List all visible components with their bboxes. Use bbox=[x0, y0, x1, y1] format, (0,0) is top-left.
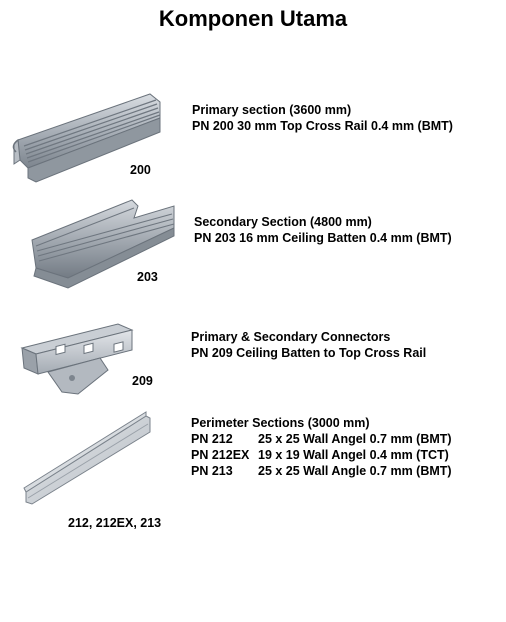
part-label-212-212ex-213: 212, 212EX, 213 bbox=[68, 516, 162, 530]
primary-section-heading: Primary section (3600 mm) bbox=[192, 103, 352, 117]
part-spec: 25 x 25 Wall Angel 0.7 mm (BMT) bbox=[258, 432, 452, 446]
part-number: PN 212EX bbox=[191, 448, 250, 462]
secondary-section-heading: Secondary Section (4800 mm) bbox=[194, 215, 372, 229]
part-number: PN 213 bbox=[191, 464, 233, 478]
part-label-209: 209 bbox=[132, 374, 153, 388]
secondary-section-description: Secondary Section (4800 mm) PN 203 16 mm… bbox=[194, 214, 452, 246]
connector-heading: Primary & Secondary Connectors bbox=[191, 330, 391, 344]
secondary-section-spec: PN 203 16 mm Ceiling Batten 0.4 mm (BMT) bbox=[194, 231, 452, 245]
part-spec: 19 x 19 Wall Angel 0.4 mm (TCT) bbox=[258, 448, 449, 462]
perimeter-section-image bbox=[23, 411, 151, 505]
part-label-200: 200 bbox=[130, 163, 151, 177]
perimeter-row-212: PN 212 25 x 25 Wall Angel 0.7 mm (BMT) bbox=[191, 431, 452, 447]
primary-section-image bbox=[12, 93, 161, 183]
perimeter-row-212ex: PN 212EX 19 x 19 Wall Angel 0.4 mm (TCT) bbox=[191, 447, 452, 463]
page-title: Komponen Utama bbox=[158, 6, 348, 31]
part-spec: 25 x 25 Wall Angle 0.7 mm (BMT) bbox=[258, 464, 452, 478]
perimeter-section-heading: Perimeter Sections (3000 mm) bbox=[191, 416, 370, 430]
perimeter-section-description: Perimeter Sections (3000 mm) PN 212 25 x … bbox=[191, 415, 452, 479]
connector-image bbox=[20, 323, 134, 395]
perimeter-row-213: PN 213 25 x 25 Wall Angle 0.7 mm (BMT) bbox=[191, 463, 452, 479]
primary-section-spec: PN 200 30 mm Top Cross Rail 0.4 mm (BMT) bbox=[192, 119, 453, 133]
primary-section-description: Primary section (3600 mm) PN 200 30 mm T… bbox=[192, 102, 453, 134]
connector-spec: PN 209 Ceiling Batten to Top Cross Rail bbox=[191, 346, 427, 360]
part-label-203: 203 bbox=[137, 270, 158, 284]
connector-description: Primary & Secondary Connectors PN 209 Ce… bbox=[191, 329, 426, 361]
part-number: PN 212 bbox=[191, 432, 233, 446]
secondary-section-image bbox=[31, 199, 175, 289]
